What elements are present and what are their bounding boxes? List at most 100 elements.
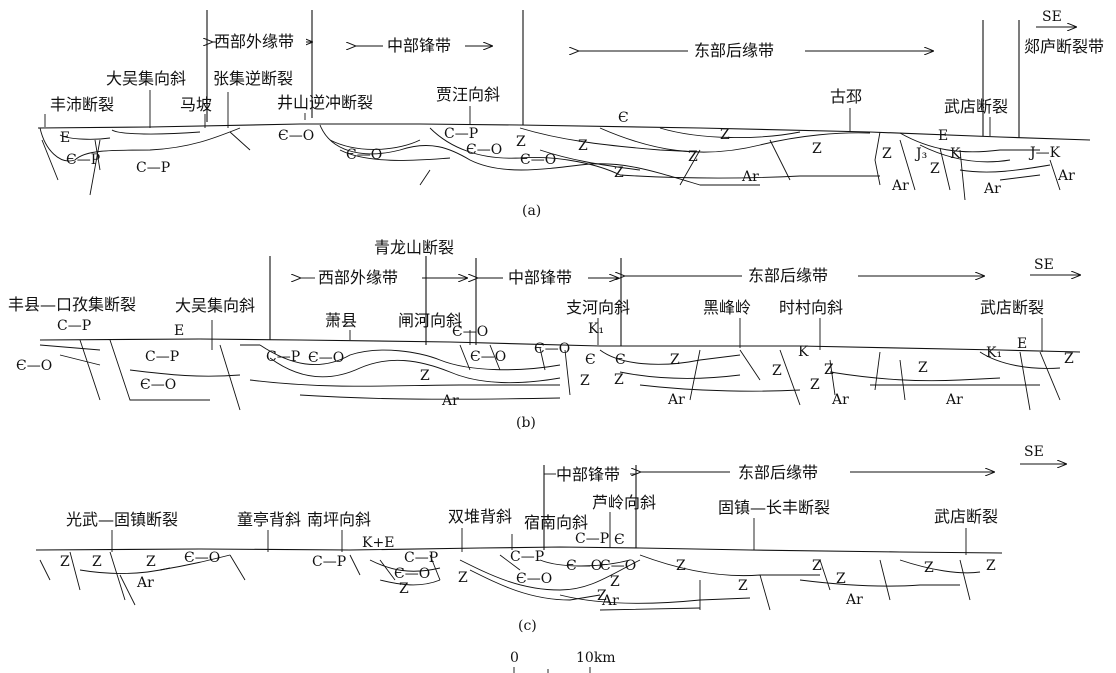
unit-label: Є—O xyxy=(346,147,382,163)
unit-label: Z xyxy=(824,362,834,378)
feature-label: 童亭背斜 xyxy=(237,510,301,529)
unit-label: Z xyxy=(578,138,588,154)
unit-label: Z xyxy=(812,558,822,574)
unit-label: Z xyxy=(812,141,822,157)
unit-label: Є—O xyxy=(600,558,636,574)
unit-label: Є—O xyxy=(16,358,52,374)
unit-label: Є—O xyxy=(184,550,220,566)
unit-label: Z xyxy=(60,554,70,570)
feature-label: 青龙山断裂 xyxy=(374,238,454,257)
zone-header-a: 西部外缘带 中部锋带 东部后缘带 SE xyxy=(212,9,1076,60)
unit-label: K xyxy=(950,146,961,162)
unit-label: Z xyxy=(670,352,680,368)
unit-label: Ar xyxy=(667,392,685,408)
feature-label: 井山逆冲断裂 xyxy=(277,93,373,112)
zone-label: 中部锋带 xyxy=(387,36,451,55)
unit-label: Ar xyxy=(983,181,1001,197)
unit-label: Z xyxy=(1064,351,1074,367)
unit-label: J—K xyxy=(1028,145,1061,161)
feature-label: 武店断裂 xyxy=(944,97,1008,116)
unit-label: Z xyxy=(918,360,928,376)
unit-label: Z xyxy=(924,560,934,576)
unit-label: Є—O xyxy=(520,152,556,168)
feature-label: 双堆背斜 xyxy=(448,507,512,526)
unit-label: Є—O xyxy=(452,324,488,340)
scale-bar: 0 10km xyxy=(510,650,616,673)
section-caption: (a) xyxy=(522,203,541,219)
unit-label: Z xyxy=(399,581,409,597)
section-caption: (c) xyxy=(518,618,537,634)
unit-label: Є—O xyxy=(516,571,552,587)
section-b: 西部外缘带 中部锋带 东部后缘带 SE 丰县—口孜集断裂 大吴集向斜 萧县 青龙… xyxy=(8,238,1080,431)
unit-label: K+E xyxy=(362,535,394,551)
zone-label: 东部后缘带 xyxy=(694,41,774,60)
unit-label: Є xyxy=(614,532,625,548)
feature-label: 张集逆断裂 xyxy=(213,69,293,88)
unit-label: E xyxy=(60,130,70,146)
feature-label: 郯庐断裂带 xyxy=(1024,37,1104,56)
feature-label: 萧县 xyxy=(325,311,357,330)
unit-label: Z xyxy=(614,372,624,388)
unit-label: Ar xyxy=(601,593,619,609)
unit-label: Z xyxy=(92,554,102,570)
unit-label: C—P xyxy=(444,126,478,142)
feature-label: 宿南向斜 xyxy=(524,513,588,532)
scale-zero: 0 xyxy=(510,650,519,666)
unit-labels-a: E Є—P C—P Є—O Є—O C—P Z Є—O Є—O Z Є Z Z … xyxy=(60,110,1075,197)
unit-label: Z xyxy=(738,578,748,594)
unit-label: K₁ xyxy=(986,345,1002,361)
unit-label: Z xyxy=(836,571,846,587)
feature-label: 芦岭向斜 xyxy=(592,493,656,512)
unit-label: Z xyxy=(772,363,782,379)
feature-label: 支河向斜 xyxy=(566,298,630,317)
feature-label: 古邳 xyxy=(830,87,862,106)
unit-label: Z xyxy=(688,149,698,165)
zone-label: 西部外缘带 xyxy=(214,32,294,51)
unit-label: Є—O xyxy=(394,566,430,582)
unit-label: Z xyxy=(720,127,730,143)
unit-labels-c: Z Z Z Є—O Ar C—P K+E C—P Є—O Z Z C—P Є—O… xyxy=(60,531,996,609)
unit-label: C—P xyxy=(510,549,544,565)
unit-label: Z xyxy=(986,558,996,574)
unit-label: J₃ xyxy=(914,146,927,162)
unit-label: Z xyxy=(614,165,624,181)
feature-label: 光武—固镇断裂 xyxy=(66,510,178,529)
unit-label: Є—O xyxy=(566,558,602,574)
zone-label: 东部后缘带 xyxy=(738,463,818,482)
unit-label: E xyxy=(938,128,948,144)
unit-label: Z xyxy=(458,570,468,586)
feature-label: 黑峰岭 xyxy=(703,298,751,317)
unit-label: Z xyxy=(516,134,526,150)
unit-label: Ar xyxy=(136,575,154,591)
direction-label: SE xyxy=(1042,9,1062,25)
unit-label: Є—O xyxy=(140,377,176,393)
unit-label: C—P xyxy=(145,349,179,365)
direction-label: SE xyxy=(1034,257,1054,273)
section-a: 西部外缘带 中部锋带 东部后缘带 SE 丰沛断裂 大吴集向斜 马坡 张集逆断裂 … xyxy=(38,9,1104,219)
unit-label: Є—O xyxy=(470,349,506,365)
unit-label: Ar xyxy=(831,392,849,408)
unit-label: Z xyxy=(420,368,430,384)
unit-label: Є—P xyxy=(66,152,100,168)
unit-label: Ar xyxy=(1057,168,1075,184)
unit-label: C—P xyxy=(136,160,170,176)
unit-label: Z xyxy=(930,161,940,177)
unit-label: K₁ xyxy=(588,321,604,337)
feature-label: 武店断裂 xyxy=(980,298,1044,317)
feature-label: 时村向斜 xyxy=(779,298,843,317)
zone-boundaries-a xyxy=(207,10,1019,138)
unit-label: C—P xyxy=(312,554,346,570)
unit-label: Ar xyxy=(945,392,963,408)
unit-label: C—P xyxy=(266,349,300,365)
unit-label: C—P xyxy=(404,550,438,566)
unit-label: Ar xyxy=(891,178,909,194)
unit-label: Є—O xyxy=(308,350,344,366)
zone-label: 东部后缘带 xyxy=(748,266,828,285)
feature-label: 武店断裂 xyxy=(934,507,998,526)
unit-label: Є—O xyxy=(278,128,314,144)
unit-label: Z xyxy=(882,146,892,162)
section-caption: (b) xyxy=(516,415,536,431)
unit-label: Є xyxy=(618,110,629,126)
unit-label: K xyxy=(798,344,809,360)
unit-label: Z xyxy=(610,574,620,590)
